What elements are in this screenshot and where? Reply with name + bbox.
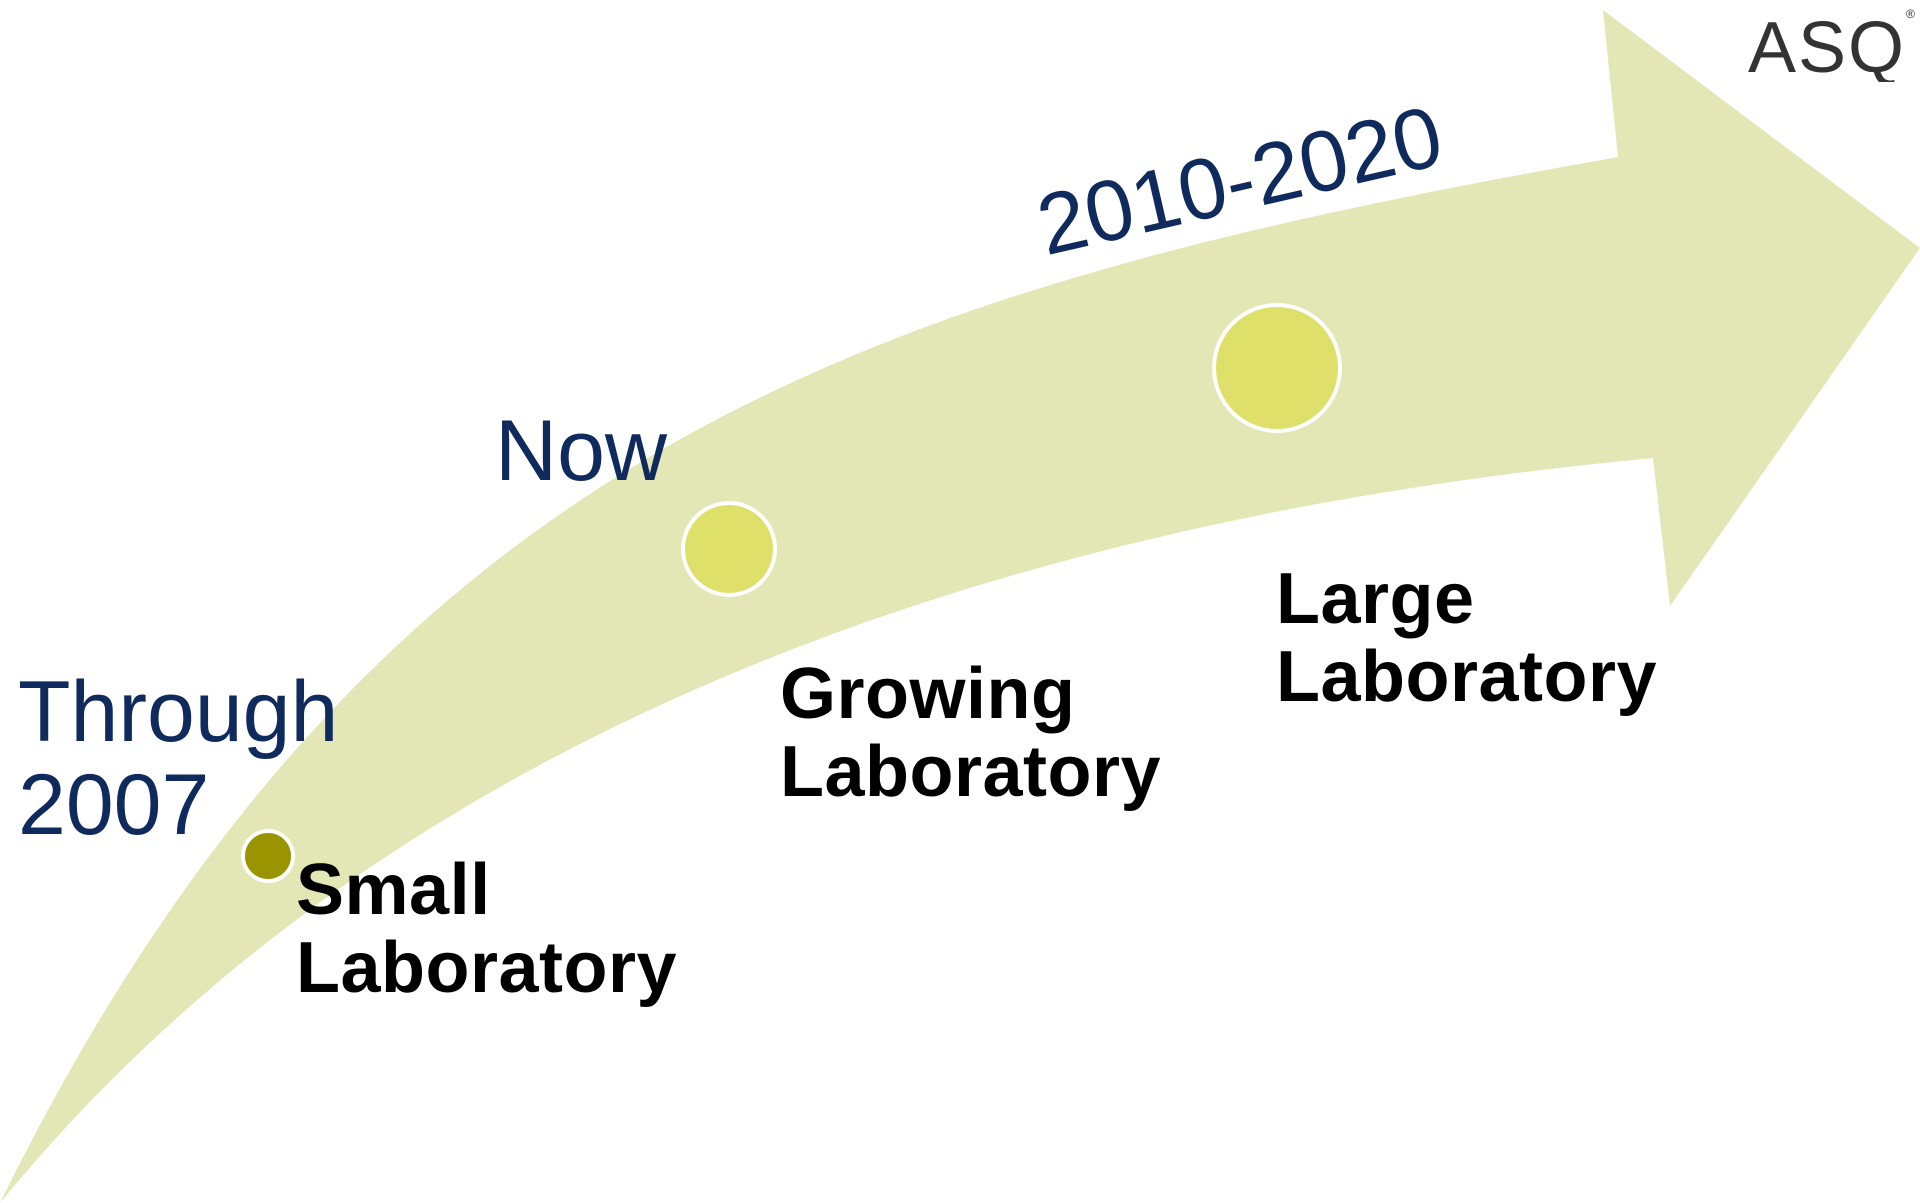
growth-arrow [0, 10, 1920, 1203]
registered-mark: ® [1906, 7, 1915, 21]
stage-label-large-laboratory: Large Laboratory [1276, 559, 1658, 717]
asq-logo-text: ASQ [1748, 8, 1906, 82]
growing-lab-marker [681, 501, 777, 597]
era-label-through-2007: Through 2007 [18, 664, 339, 853]
asq-logo: ASQ ® [1748, 7, 1915, 82]
era-label-now: Now [495, 403, 668, 499]
small-lab-marker [241, 829, 295, 883]
large-lab-marker [1212, 303, 1342, 433]
stage-label-growing-laboratory: Growing Laboratory [780, 654, 1162, 812]
stage-label-small-laboratory: Small Laboratory [296, 850, 678, 1008]
